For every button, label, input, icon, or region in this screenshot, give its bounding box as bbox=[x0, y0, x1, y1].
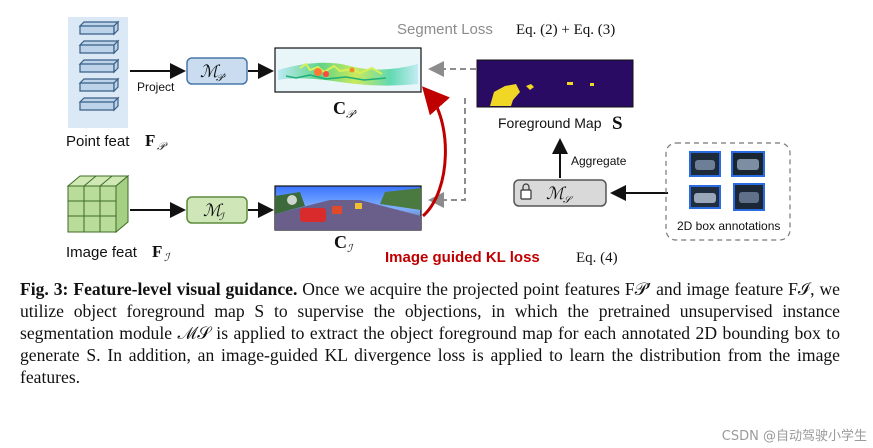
module-image-symbol: ℳ bbox=[203, 201, 224, 221]
figure-diagram: Point feat F 𝒫 Image feat F ℐ Project ℳ … bbox=[66, 17, 791, 266]
module-s-box bbox=[513, 179, 607, 207]
aggregate-label: Aggregate bbox=[571, 154, 627, 168]
kl-loss-arrow bbox=[421, 86, 451, 218]
image-feat-label: Image feat bbox=[66, 244, 138, 261]
segment-arrow-to-ci bbox=[428, 98, 466, 208]
module-image-sub: ℐ bbox=[219, 212, 226, 223]
image-feat-symbol: F bbox=[152, 242, 162, 261]
segment-loss-eq: Eq. (2) + Eq. (3) bbox=[516, 22, 615, 38]
box-annotations-label: 2D box annotations bbox=[677, 219, 780, 233]
c-image-sub: ℐ bbox=[347, 242, 354, 255]
box-annotation-thumbnails bbox=[689, 151, 765, 211]
point-feat-symbol: F bbox=[145, 131, 155, 150]
kl-loss-eq: Eq. (4) bbox=[576, 250, 618, 266]
project-label: Project bbox=[137, 80, 175, 94]
point-feat-sub: 𝒫 bbox=[157, 140, 168, 153]
lock-icon bbox=[520, 183, 532, 200]
caption-title: Feature-level visual guidance. bbox=[73, 279, 298, 299]
box-annotations-container bbox=[665, 142, 791, 241]
c-point-sub: 𝒫′ bbox=[346, 108, 357, 121]
caption-text: Once we acquire the projected point feat… bbox=[20, 279, 840, 387]
point-feat-label: Point feat bbox=[66, 133, 130, 150]
foreground-map-symbol: S bbox=[612, 113, 623, 134]
c-point-symbol: C bbox=[333, 98, 346, 118]
foreground-map-label: Foreground Map bbox=[498, 115, 602, 131]
image-feat-icon bbox=[66, 174, 130, 234]
watermark: CSDN @自动驾驶小学生 bbox=[721, 429, 867, 444]
foreground-map bbox=[476, 59, 634, 108]
figure-caption: Fig. 3: Feature-level visual guidance. O… bbox=[20, 278, 840, 388]
image-feature-map bbox=[274, 185, 422, 231]
image-feat-sub: ℐ bbox=[164, 251, 171, 264]
module-point-symbol: ℳ bbox=[200, 62, 221, 82]
point-feat-icon bbox=[68, 17, 128, 128]
module-point-sub: 𝒫′ bbox=[216, 73, 226, 84]
module-image-box bbox=[186, 196, 248, 224]
point-feature-map bbox=[274, 47, 422, 93]
module-point-box bbox=[186, 57, 248, 85]
module-s-symbol: ℳ bbox=[546, 184, 567, 204]
c-image-symbol: C bbox=[334, 232, 347, 252]
module-s-sub: 𝒮 bbox=[563, 195, 574, 206]
caption-fig-label: Fig. 3: bbox=[20, 279, 69, 299]
kl-loss-label: Image guided KL loss bbox=[385, 249, 540, 266]
segment-loss-label: Segment Loss bbox=[397, 21, 493, 38]
